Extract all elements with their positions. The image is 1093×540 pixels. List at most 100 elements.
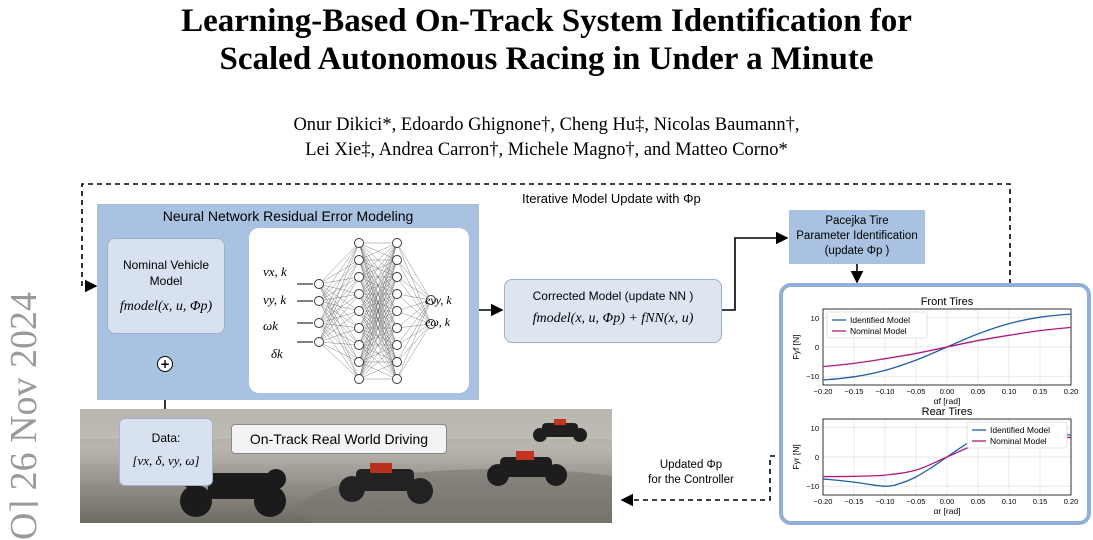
nn-edge — [396, 323, 432, 380]
nn-edge — [358, 327, 398, 380]
nn-edge — [396, 299, 432, 312]
nn-output-evy: evy, k — [425, 293, 452, 307]
data-box-title: Data: — [151, 431, 181, 445]
race-car-4 — [533, 419, 587, 442]
nn-input-omega: ωk — [263, 318, 278, 333]
x-tick-label: 0.15 — [1033, 387, 1048, 396]
paper-title: Learning-Based On-Track System Identific… — [0, 2, 1093, 78]
x-tick-label: −0.10 — [876, 387, 895, 396]
legend-label: Nominal Model — [990, 436, 1047, 446]
x-tick-label: 0.10 — [1002, 387, 1017, 396]
nn-edge — [318, 310, 360, 324]
x-tick-label: 0.00 — [940, 387, 955, 396]
iterative-update-loop — [81, 183, 1011, 293]
nn-neuron — [392, 306, 402, 316]
x-tick-label: 0.05 — [971, 387, 986, 396]
pacejka-line-2: Parameter Identification — [796, 230, 918, 242]
legend-box — [826, 311, 928, 339]
x-tick-label: −0.05 — [907, 497, 926, 506]
nominal-model-box: Nominal Vehicle Model fmodel(x, u, Φp) — [107, 238, 225, 334]
nn-edge — [396, 310, 432, 325]
nn-edge — [318, 300, 360, 363]
nn-edge — [396, 276, 432, 325]
legend-label: Nominal Model — [850, 326, 907, 336]
x-tick-label: −0.10 — [876, 497, 895, 506]
nn-edge — [318, 276, 360, 343]
nn-edge — [358, 242, 398, 312]
nn-neuron — [354, 272, 364, 282]
x-tick-label: −0.05 — [907, 387, 926, 396]
nn-neuron — [392, 357, 402, 367]
nn-edge — [318, 322, 360, 329]
nominal-model-title: Nominal Vehicle Model — [122, 258, 210, 288]
nn-edge — [396, 276, 432, 301]
title-line-2: Scaled Autonomous Racing in Under a Minu… — [219, 41, 874, 77]
nn-edge — [396, 299, 432, 363]
nn-neuron — [392, 255, 402, 265]
neural-network-diagram — [297, 238, 436, 384]
nn-edge — [358, 242, 398, 380]
nn-edge — [318, 259, 360, 324]
nn-edge — [318, 300, 360, 346]
pacejka-box: Pacejka Tire Parameter Identification (u… — [789, 210, 925, 264]
nn-neuron — [354, 255, 364, 265]
nn-edge — [358, 242, 398, 363]
nn-edge — [358, 242, 398, 329]
y-tick-label: 10 — [811, 314, 819, 323]
corrected-to-pacejka-arrow — [720, 231, 789, 311]
corrected-model-title: Corrected Model (update NN ) — [532, 289, 694, 303]
nn-edge — [318, 341, 360, 363]
nn-neuron — [314, 279, 324, 289]
race-car-2 — [339, 463, 433, 504]
nn-neuron — [392, 272, 402, 282]
author-list: Onur Dikici*, Edoardo Ghignone†, Cheng H… — [0, 113, 1093, 163]
corrected-model-formula: fmodel(x, u, Φp) + fNN(x, u) — [532, 311, 694, 326]
nn-neuron — [354, 374, 364, 384]
nn-edge — [318, 322, 360, 380]
nn-neuron — [354, 357, 364, 367]
photo-label: On-Track Real World Driving — [231, 424, 447, 454]
nn-edge — [318, 322, 360, 363]
nn-edge — [396, 323, 432, 346]
x-tick-label: −0.20 — [814, 387, 833, 396]
nn-neuron — [392, 238, 402, 248]
nn-neuron — [354, 238, 364, 248]
updated-label-line-2: for the Controller — [648, 474, 734, 486]
nn-edge — [358, 310, 398, 380]
nn-edge — [358, 242, 398, 346]
data-box-formula: [vx, δ, vy, ω] — [132, 453, 200, 468]
updated-label-line-1: Updated Φp — [659, 459, 723, 471]
nn-edge — [396, 293, 432, 325]
nn-edge — [396, 323, 432, 329]
nn-edge — [358, 242, 398, 295]
plot-frame — [822, 418, 1072, 496]
nn-input-vx: vx, k — [263, 264, 287, 279]
nn-neuron — [354, 323, 364, 333]
nn-edge — [358, 344, 398, 380]
x-tick-label: 0.05 — [971, 497, 986, 506]
nn-edge — [318, 276, 360, 324]
plot-title: Rear Tires — [922, 406, 973, 418]
nn-edge — [318, 259, 360, 343]
authors-line-1: Onur Dikici*, Edoardo Ghignone†, Cheng H… — [293, 115, 800, 135]
nn-edge — [358, 361, 398, 380]
nn-edge — [318, 310, 360, 343]
series-line — [822, 326, 1072, 368]
x-tick-label: 0.10 — [1002, 497, 1017, 506]
nn-edge — [318, 293, 360, 343]
nominal-model-formula: fmodel(x, u, Φp) — [119, 299, 213, 314]
x-tick-label: 0.00 — [940, 497, 955, 506]
nn-edge — [358, 276, 398, 380]
nn-edge — [318, 341, 360, 380]
nn-edge — [396, 323, 432, 363]
nn-edge — [318, 276, 360, 302]
nn-neuron — [392, 340, 402, 350]
x-tick-label: −0.15 — [845, 497, 864, 506]
nn-edge — [318, 300, 360, 380]
updated-controller-label: Updated Φp for the Controller — [628, 458, 754, 488]
nn-input-delta: δk — [271, 346, 283, 361]
nn-edge — [318, 242, 360, 285]
race-car-3 — [487, 451, 567, 486]
nn-panel-title: Neural Network Residual Error Modeling — [162, 208, 414, 224]
